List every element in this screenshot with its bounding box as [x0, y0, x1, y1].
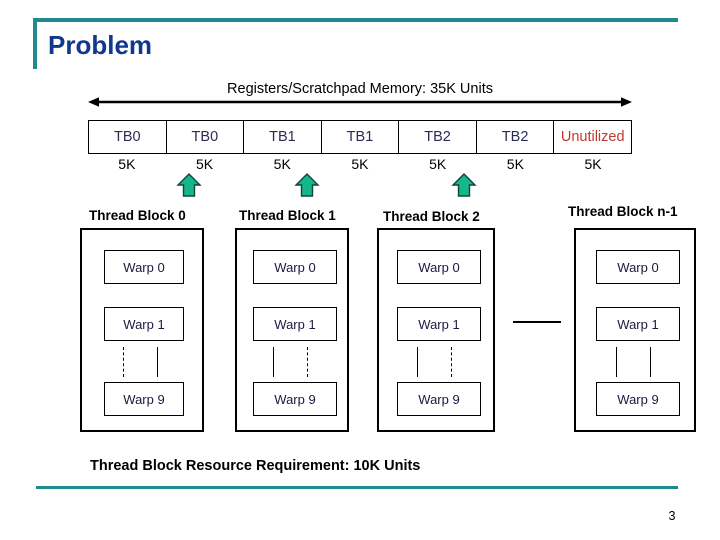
title-top-rule — [33, 18, 678, 22]
warp-box-1-1[interactable]: Warp 1 — [253, 307, 337, 341]
warp-box-1-0[interactable]: Warp 0 — [253, 250, 337, 284]
memory-cell-2[interactable]: TB1 — [243, 120, 322, 154]
vertical-ellipsis-icon-3b — [650, 347, 651, 377]
register-partition-table: TB0 TB0 TB1 TB1 TB2 TB2 Unutilized — [88, 120, 632, 154]
green-up-arrow-icon-2 — [451, 172, 477, 198]
warp-box-0-2[interactable]: Warp 9 — [104, 382, 184, 416]
memory-size-labels: 5K 5K 5K 5K 5K 5K 5K — [88, 156, 632, 174]
warp-box-1-2[interactable]: Warp 9 — [253, 382, 337, 416]
vertical-ellipsis-icon-1a — [273, 347, 274, 377]
thread-block-container-0: Warp 0 Warp 1 Warp 9 — [80, 228, 204, 432]
memory-cell-0[interactable]: TB0 — [88, 120, 167, 154]
memory-cell-6-unutilized[interactable]: Unutilized — [553, 120, 632, 154]
vertical-ellipsis-icon-3a — [616, 347, 617, 377]
warp-box-3-2[interactable]: Warp 9 — [596, 382, 680, 416]
warp-box-2-2[interactable]: Warp 9 — [397, 382, 481, 416]
memory-cell-5[interactable]: TB2 — [475, 120, 555, 154]
warp-box-0-0[interactable]: Warp 0 — [104, 250, 184, 284]
warp-box-3-1[interactable]: Warp 1 — [596, 307, 680, 341]
thread-block-container-1: Warp 0 Warp 1 Warp 9 — [235, 228, 349, 432]
memory-size-5: 5K — [506, 156, 524, 172]
vertical-ellipsis-icon-2a — [417, 347, 418, 377]
table-row: TB0 TB0 TB1 TB1 TB2 TB2 Unutilized — [88, 120, 632, 154]
memory-cell-4[interactable]: TB2 — [398, 120, 477, 154]
memory-size-3: 5K — [351, 156, 369, 172]
thread-block-label-1: Thread Block 1 — [239, 208, 336, 223]
vertical-ellipsis-icon-1b — [307, 347, 308, 377]
green-up-arrow-icon-1 — [294, 172, 320, 198]
vertical-ellipsis-icon-2b — [451, 347, 452, 377]
page-title: Problem — [48, 30, 153, 60]
thread-block-label-2: Thread Block 2 — [383, 209, 480, 224]
memory-size-1: 5K — [195, 156, 214, 172]
thread-block-label-0: Thread Block 0 — [89, 208, 186, 223]
title-left-rule — [33, 18, 37, 69]
memory-cell-1[interactable]: TB0 — [165, 120, 245, 154]
warp-box-0-1[interactable]: Warp 1 — [104, 307, 184, 341]
footer-rule — [36, 486, 678, 489]
memory-capacity-caption: Registers/Scratchpad Memory: 35K Units — [227, 81, 493, 97]
footer-note: Thread Block Resource Requirement: 10K U… — [90, 458, 421, 474]
double-headed-arrow-icon — [88, 97, 632, 107]
green-up-arrow-icon-0 — [176, 172, 202, 198]
warp-box-2-1[interactable]: Warp 1 — [397, 307, 481, 341]
memory-span-arrow — [88, 96, 632, 108]
memory-size-2: 5K — [273, 156, 291, 172]
thread-block-label-3: Thread Block n-1 — [568, 204, 678, 219]
vertical-ellipsis-icon-0a — [123, 347, 124, 377]
memory-size-4: 5K — [429, 156, 447, 172]
thread-block-container-3: Warp 0 Warp 1 Warp 9 — [574, 228, 696, 432]
warp-box-3-0[interactable]: Warp 0 — [596, 250, 680, 284]
warp-box-2-0[interactable]: Warp 0 — [397, 250, 481, 284]
vertical-ellipsis-icon-0b — [157, 347, 158, 377]
page-number: 3 — [668, 509, 676, 523]
memory-size-0: 5K — [118, 156, 136, 172]
memory-cell-3[interactable]: TB1 — [320, 120, 400, 154]
memory-size-6: 5K — [584, 156, 602, 172]
thread-block-container-2: Warp 0 Warp 1 Warp 9 — [377, 228, 495, 432]
horizontal-ellipsis-line-icon — [513, 321, 561, 323]
